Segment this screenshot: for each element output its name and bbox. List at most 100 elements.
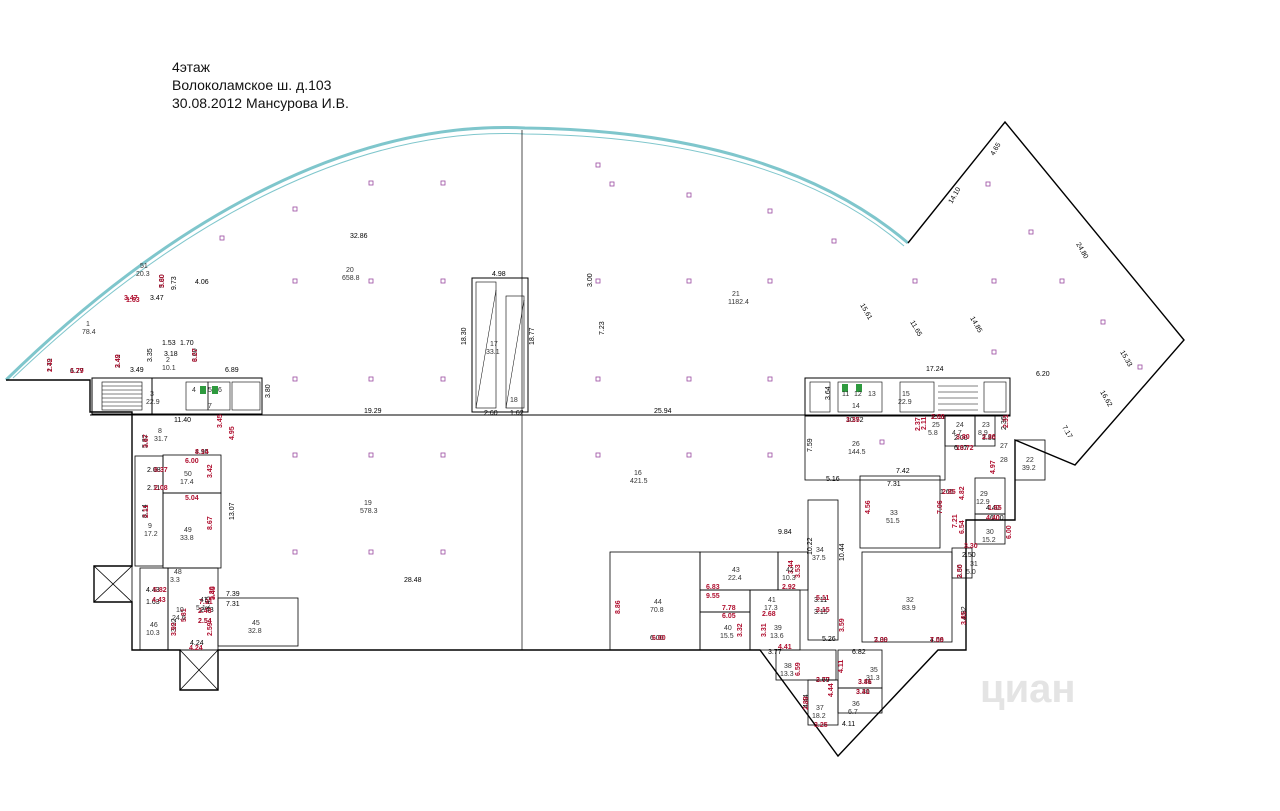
dimension-label: 32.86 [350, 233, 368, 240]
room-area: 13.6 [770, 633, 784, 640]
red-dimension-label: 2.59 [207, 622, 214, 636]
room-area: 10.3 [782, 575, 796, 582]
room-number: 20 [346, 267, 354, 274]
dimension-label: 3.35 [147, 348, 154, 362]
red-dimension-label: 3.45 [210, 586, 217, 600]
red-dimension-label: 4.43 [152, 597, 166, 604]
room-number: 22 [1026, 457, 1034, 464]
red-dimension-label: 6.00 [652, 635, 666, 642]
room-number: 44 [654, 599, 662, 606]
dimension-label: 3.92 [171, 618, 178, 632]
center-rooms [609, 499, 883, 726]
red-dimension-label: 5.82 [153, 587, 167, 594]
dimension-label: 7.31 [226, 601, 240, 608]
red-dimension-label: 8.14 [195, 449, 209, 456]
dimension-label: 2.36 [1001, 416, 1008, 430]
dimension-label: 3.45 [205, 596, 212, 610]
room-area: 17.2 [144, 531, 158, 538]
dimension-label: 6.37 [954, 445, 968, 452]
dimension-label: 2.11 [147, 485, 160, 492]
dimension-label: 3.80 [982, 435, 996, 442]
red-dimension-label: 7.06 [937, 500, 944, 514]
red-dimension-label: 3.80 [956, 434, 970, 441]
room-area: 70.8 [650, 607, 664, 614]
red-dimension-label: 2.50 [957, 564, 964, 578]
date-author-label: 30.08.2012 Мансурова И.В. [172, 95, 349, 111]
room-number: 13 [868, 391, 876, 398]
room-number: 31 [970, 561, 978, 568]
room-number: 27 [1000, 443, 1008, 450]
room-number: 28 [1000, 457, 1008, 464]
red-dimension-label: 3.32 [737, 623, 744, 637]
dimension-label: 28.48 [404, 577, 422, 584]
room-number: 41 [768, 597, 776, 604]
central-stair [471, 277, 529, 413]
dimension-label: 1.65 [940, 489, 954, 496]
dimension-label: 3.64 [825, 386, 832, 400]
red-dimension-label: 7.78 [722, 605, 736, 612]
left-rooms [93, 454, 299, 691]
red-dimension-label: 3.45 [217, 414, 224, 428]
room-number: 32 [906, 597, 914, 604]
red-dimension-label: 7.21 [952, 514, 959, 528]
red-dimension-label: 3.85 [961, 611, 968, 625]
room-area: 15.5 [720, 633, 734, 640]
dimension-label: 6.00 [990, 515, 1004, 522]
dimension-label: 7.59 [807, 438, 814, 452]
dimension-label: 17.24 [926, 366, 944, 373]
red-dimension-label: 5.04 [185, 495, 199, 502]
red-dimension-label: 3.92 [171, 622, 178, 636]
dimension-label: 2.50 [962, 552, 976, 559]
red-dimension-label: 3.30 [874, 637, 888, 644]
room-number: 25 [932, 422, 940, 429]
room-area: 17.3 [764, 605, 778, 612]
dimension-label: 2.00 [954, 435, 968, 442]
red-dimension-label: 3.77 [816, 677, 830, 684]
room-number: 24 [956, 422, 964, 429]
red-dimension-label: 4.56 [865, 500, 872, 514]
room-area: 5.1 [196, 605, 206, 612]
room-number: 10 [176, 607, 184, 614]
red-dimension-label: 2.31 [1003, 414, 1010, 428]
dimension-label: 9.73 [171, 276, 178, 290]
room-area: 39.2 [1022, 465, 1036, 472]
red-dimension-label: 4.97 [990, 460, 997, 474]
red-dimension-label: 2.68 [762, 611, 776, 618]
dimension-label: 7.31 [887, 481, 901, 488]
dimension-label: 7.39 [226, 591, 240, 598]
red-dimension-label: 6.54 [959, 520, 966, 534]
dimension-label: 3.11 [814, 597, 827, 604]
dimension-label: 2.60 [484, 410, 498, 417]
dimension-label: 2.11 [932, 414, 945, 421]
red-dimension-label: 1.63 [126, 297, 140, 304]
room-area: 10.1 [162, 365, 176, 372]
dimension-label: 6.20 [1036, 371, 1050, 378]
room-area: 13.3 [780, 671, 794, 678]
dimension-label: 3.15 [814, 609, 828, 616]
red-dimension-label: 2.42 [47, 358, 54, 372]
room-number: 9 [148, 523, 152, 530]
dimension-label: 2.08 [147, 467, 161, 474]
room-area: 15.2 [982, 537, 996, 544]
room-area: 421.5 [630, 478, 648, 485]
room-number: 33 [890, 510, 898, 517]
dimension-label: 6.00 [650, 635, 664, 642]
dimension-label: 4.82 [961, 606, 968, 620]
room-labels: 5120.3178.420658.81733.118211182.4210.13… [82, 263, 1036, 720]
red-dimension-label: 6.00 [1006, 525, 1013, 539]
room-number: 23 [982, 422, 990, 429]
watermark: циан [980, 667, 1076, 711]
room-number: 19 [364, 500, 372, 507]
red-dimension-label: 2.00 [931, 414, 945, 421]
dimension-label: 3.49 [130, 367, 144, 374]
floor-label: 4этаж [172, 59, 211, 75]
red-dimension-label: 3.15 [816, 607, 830, 614]
dimension-label: 10.72 [846, 417, 864, 424]
red-dimension-label: 4.24 [189, 645, 203, 652]
dimension-label: 3.41 [858, 679, 872, 686]
room-area: 33.8 [180, 535, 194, 542]
room-area: 22.9 [146, 399, 160, 406]
dimension-label: 11.40 [174, 417, 191, 424]
red-dimension-label: 8.86 [615, 600, 622, 614]
room-number: 16 [634, 470, 642, 477]
